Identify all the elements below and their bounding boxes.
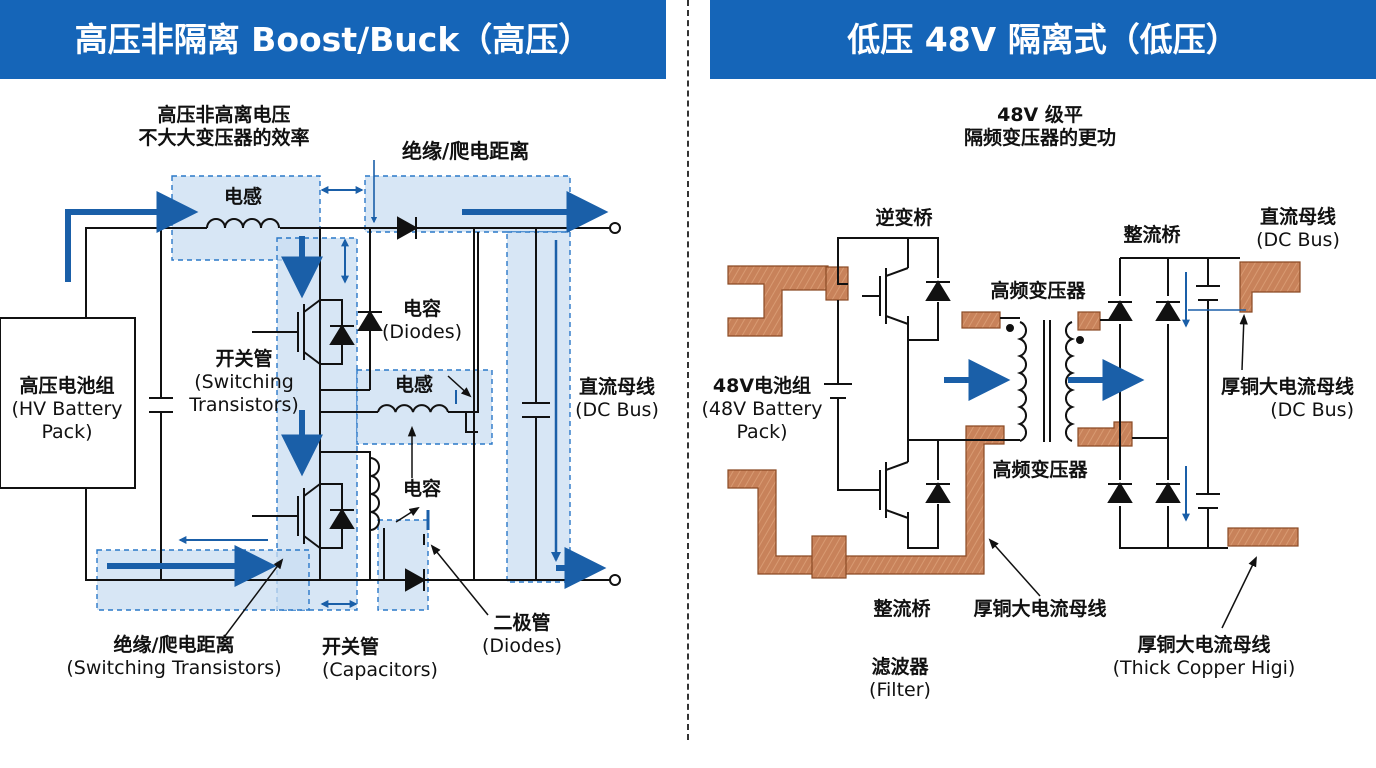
- busbar-in-bottom: [727, 425, 1005, 575]
- inductor-top: [206, 218, 280, 229]
- right-diodes: [925, 280, 1181, 503]
- right-note: 48V 级平 隔频变压器的更功: [963, 104, 1117, 149]
- hv-battery-label: 高压电池组 (HV Battery Pack): [11, 375, 123, 443]
- rectifier-bottom-label: 整流桥: [873, 598, 931, 620]
- hf-transformer-top-label: 高频变压器: [990, 280, 1086, 302]
- zone-bottom-diode: [377, 519, 429, 611]
- zone-switches: [276, 237, 358, 611]
- dc-bus-label: 直流母线 (DC Bus): [575, 376, 659, 421]
- busbar-out-top: [1239, 261, 1301, 313]
- diode-sw1: [329, 324, 355, 345]
- diode-switch-top: [357, 310, 383, 331]
- tx-primary-pad: [961, 311, 1001, 329]
- dc-bus-top-label: 直流母线 (DC Bus): [1256, 206, 1340, 251]
- capacitor-mid-label: 电容: [402, 478, 442, 500]
- inductor-mid: [377, 404, 449, 413]
- busbar-bottom-right-label: 厚铜大电流母线 (Thick Copper Higi): [1112, 634, 1296, 679]
- left-highlight-zones: [96, 175, 571, 611]
- switch-label: 开关管 (Switching Transistors): [189, 348, 299, 416]
- switch-bottom-label: 开关管 (Capacitors): [322, 636, 438, 681]
- left-diodes: [329, 216, 427, 592]
- left-terminals: [609, 222, 621, 586]
- left-leader-lines: [221, 375, 489, 641]
- primary-winding: [1016, 321, 1027, 442]
- secondary-winding: [1065, 321, 1076, 442]
- inverter-bridge-label: 逆变桥: [875, 207, 933, 229]
- left-note: 高压非高离电压 不大大变压器的效率: [138, 104, 310, 149]
- busbar-in-bottom-pad: [811, 535, 847, 579]
- inductor-top-label: 电感: [223, 186, 263, 208]
- right-flow-arrows: [944, 272, 1246, 522]
- diode-top: [397, 216, 419, 240]
- creepage-bottom-label: 绝缘/爬电距离 (Switching Transistors): [66, 634, 282, 679]
- busbar-out-bottom: [1227, 527, 1299, 547]
- diode-sw2: [329, 508, 355, 529]
- tx-secondary-pad-bottom: [1077, 421, 1133, 447]
- right-wires: [824, 237, 1240, 549]
- 48v-battery-label: 48V电池组 (48V Battery Pack): [701, 375, 823, 443]
- panel-divider: [687, 0, 689, 740]
- diode-bottom: [405, 568, 427, 592]
- right-copper-busbars: [727, 261, 1301, 579]
- left-battery: [0, 317, 136, 489]
- left-flow-arrows: [65, 160, 609, 608]
- filter-label: 滤波器 (Filter): [869, 656, 931, 701]
- zone-output: [364, 175, 571, 233]
- busbar-in-top: [727, 265, 829, 337]
- right-leader-lines: [988, 313, 1257, 629]
- rectifier-bridge-top-label: 整流桥: [1123, 224, 1181, 246]
- zone-output-col: [506, 231, 571, 583]
- left-panel-title: 高压非隔离 Boost/Buck（高压）: [0, 0, 666, 79]
- tx-secondary-pad-top: [1077, 311, 1101, 331]
- busbar-bottom-label: 厚铜大电流母线: [973, 598, 1107, 620]
- right-panel-title: 低压 48V 隔离式（低压）: [710, 0, 1376, 79]
- capacitor-diodes-label: 电容 (Diodes): [381, 298, 463, 343]
- busbar-right-label: 厚铜大电流母线 (DC Bus): [1220, 376, 1354, 421]
- transformer-coils: [1006, 321, 1084, 442]
- creepage-top-label: 绝缘/爬电距离: [402, 139, 530, 163]
- hf-transformer-bottom-label: 高频变压器: [992, 459, 1088, 481]
- inductor-vertical: [369, 457, 380, 531]
- inductor-mid-label: 电感: [394, 374, 434, 396]
- left-inductors: [206, 218, 449, 531]
- diode-label: 二极管 (Diodes): [481, 612, 563, 657]
